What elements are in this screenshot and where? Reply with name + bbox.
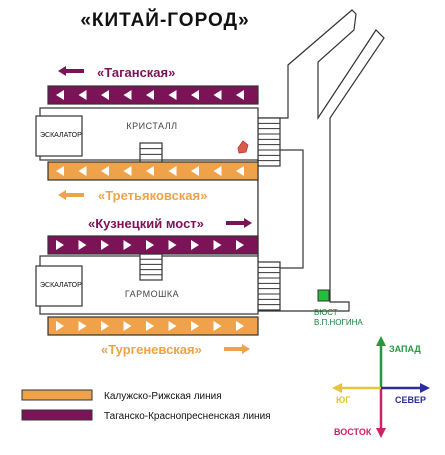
compass-west-arrow-icon <box>332 383 342 393</box>
train-direction-triangle-icon <box>168 321 177 331</box>
train-direction-triangle-icon <box>101 90 109 100</box>
station-title: «КИТАЙ-ГОРОД» <box>80 9 249 31</box>
compass-west-label: ЮГ <box>336 395 350 405</box>
train-direction-triangle-icon <box>191 90 199 100</box>
train-direction-triangle-icon <box>236 166 244 176</box>
compass-south-label: ВОСТОК <box>334 427 372 437</box>
train-direction-triangle-icon <box>213 321 222 331</box>
train-direction-triangle-icon <box>101 240 109 250</box>
label-tretyakovskaya: «Третьяковская» <box>98 188 207 203</box>
legend: Калужско-Рижская линия Таганско-Краснопр… <box>21 389 271 422</box>
label-kuznetsky-most: «Кузнецкий мост» <box>88 216 204 231</box>
legend-swatch-purple <box>21 409 93 421</box>
escalator-bottom-label: ЭСКАЛАТОР <box>40 282 82 289</box>
train-direction-triangle-icon <box>236 321 244 331</box>
garmoshka-label: ГАРМОШКА <box>125 289 179 299</box>
direction-arrow-right-icon <box>224 344 250 354</box>
direction-arrow-left-icon <box>58 66 84 76</box>
train-direction-triangle-icon <box>168 166 177 176</box>
train-direction-triangle-icon <box>56 240 64 250</box>
direction-triangles-kuznetsky-most <box>56 240 244 250</box>
train-direction-triangle-icon <box>146 321 154 331</box>
train-direction-triangle-icon <box>146 240 154 250</box>
legend-label-purple: Таганско-Краснопресненская линия <box>104 411 271 422</box>
train-direction-triangle-icon <box>168 90 177 100</box>
stairs-outline <box>257 261 281 311</box>
direction-triangles-tretyakovskaya <box>56 166 244 176</box>
train-direction-triangle-icon <box>146 166 154 176</box>
kristall-marker-icon <box>237 140 249 154</box>
train-direction-triangle-icon <box>78 90 87 100</box>
bust-nogin-icon <box>317 289 330 302</box>
escalator-top-label: ЭСКАЛАТОР <box>40 132 82 139</box>
train-direction-triangle-icon <box>213 240 222 250</box>
stairs-outline <box>257 117 281 167</box>
train-direction-triangle-icon <box>213 90 222 100</box>
direction-arrow-right-icon <box>226 218 252 228</box>
legend-swatch-orange <box>21 389 93 401</box>
platform-stairs-bottom <box>139 253 163 281</box>
compass-east-label: СЕВЕР <box>395 395 426 405</box>
train-direction-triangle-icon <box>56 321 64 331</box>
compass: ЗАПАД СЕВЕР ЮГ ВОСТОК <box>332 336 430 438</box>
train-direction-triangle-icon <box>236 240 244 250</box>
train-direction-triangle-icon <box>191 166 199 176</box>
train-direction-triangle-icon <box>236 90 244 100</box>
direction-triangles-turgenevskaya <box>56 321 244 331</box>
train-direction-triangle-icon <box>123 90 132 100</box>
compass-north-label: ЗАПАД <box>389 344 421 354</box>
compass-south-arrow-icon <box>376 428 386 438</box>
compass-east-arrow-icon <box>420 383 430 393</box>
label-taganskaya: «Таганская» <box>97 65 175 80</box>
escalator-top-box <box>35 115 83 157</box>
legend-label-orange: Калужско-Рижская линия <box>104 391 222 402</box>
kristall-label: КРИСТАЛЛ <box>126 121 177 131</box>
train-direction-triangle-icon <box>101 321 109 331</box>
train-direction-triangle-icon <box>191 321 199 331</box>
train-direction-triangle-icon <box>78 240 87 250</box>
train-direction-triangle-icon <box>101 166 109 176</box>
train-direction-triangle-icon <box>168 240 177 250</box>
exit-stairs-bottom <box>257 261 281 311</box>
train-direction-triangle-icon <box>56 166 64 176</box>
train-direction-triangle-icon <box>78 321 87 331</box>
train-direction-triangle-icon <box>123 166 132 176</box>
train-direction-triangle-icon <box>123 321 132 331</box>
exit-corridor <box>257 9 385 312</box>
compass-north-arrow-icon <box>376 336 386 346</box>
train-direction-triangle-icon <box>213 166 222 176</box>
bust-label-line2: В.П.НОГИНА <box>314 318 363 327</box>
exit-stairs-top <box>257 117 281 167</box>
train-direction-triangle-icon <box>123 240 132 250</box>
train-direction-triangle-icon <box>191 240 199 250</box>
direction-arrow-left-icon <box>58 190 84 200</box>
escalator-bottom-box <box>35 265 83 307</box>
train-direction-triangle-icon <box>56 90 64 100</box>
bust-label-line1: БЮСТ <box>314 308 338 317</box>
direction-triangles-taganskaya <box>56 90 244 100</box>
label-turgenevskaya: «Тургеневская» <box>101 342 202 357</box>
train-direction-triangle-icon <box>146 90 154 100</box>
stairs-outline <box>139 253 163 281</box>
train-direction-triangle-icon <box>78 166 87 176</box>
